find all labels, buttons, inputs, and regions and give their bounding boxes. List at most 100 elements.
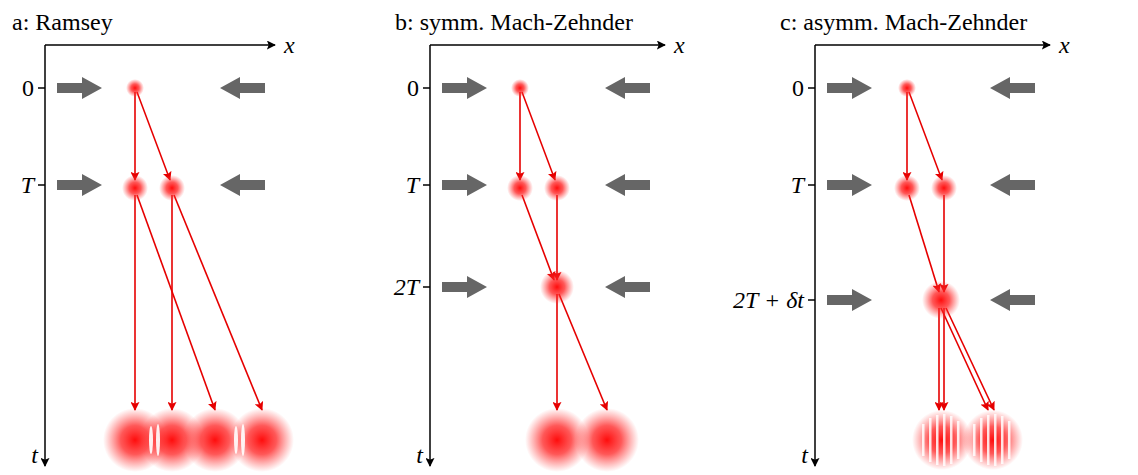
atom-path	[137, 195, 215, 410]
laser-arrow	[220, 77, 265, 99]
laser-arrow	[990, 289, 1035, 311]
laser-arrow	[605, 77, 650, 99]
atom-path	[522, 195, 554, 280]
output-clouds	[103, 408, 1023, 472]
laser-arrow	[605, 174, 650, 196]
axis-label: x	[674, 32, 685, 58]
axis-label: x	[1059, 32, 1070, 58]
panel-heading: a: Ramsey	[12, 9, 113, 35]
atom-cloud	[183, 408, 247, 472]
tick-label: T	[791, 172, 804, 198]
t-axis	[814, 45, 816, 466]
x-axis	[430, 44, 665, 46]
atom-path	[134, 195, 136, 410]
tick	[423, 184, 430, 186]
atom-cloud	[540, 270, 574, 304]
t-axis	[44, 45, 46, 466]
laser-arrow	[827, 77, 872, 99]
atom-cloud	[159, 175, 185, 201]
atom-path	[938, 308, 940, 410]
fringe	[1001, 416, 1004, 464]
laser-arrow	[220, 174, 265, 196]
atom-cloud	[575, 408, 639, 472]
tick	[808, 87, 815, 89]
laser-arrow	[442, 77, 487, 99]
tick-label: T	[21, 172, 34, 198]
atom-path	[137, 92, 170, 180]
tick	[423, 87, 430, 89]
atom-path	[906, 92, 908, 180]
laser-arrow	[57, 174, 102, 196]
atom-cloud	[894, 175, 920, 201]
fringe	[987, 415, 990, 465]
t-axis	[429, 45, 431, 466]
x-axis	[815, 44, 1050, 46]
atom-path	[171, 195, 173, 410]
laser-arrow	[605, 276, 650, 298]
tick	[808, 299, 815, 301]
atom-clouds	[122, 79, 960, 319]
laser-arrow	[57, 77, 102, 99]
fringe	[241, 424, 245, 456]
atom-path	[943, 308, 945, 410]
atom-cloud	[507, 175, 533, 201]
axis-label: t	[416, 442, 423, 468]
fringe	[1008, 421, 1011, 459]
tick-label: 2T + δt	[733, 287, 804, 313]
tick	[38, 87, 45, 89]
fringe	[994, 414, 997, 466]
laser-arrow	[442, 174, 487, 196]
atom-cloud	[931, 175, 957, 201]
axis-label: x	[284, 32, 295, 58]
atom-path	[941, 308, 988, 410]
tick-label: 0	[407, 75, 419, 101]
axis-label: t	[31, 442, 38, 468]
atom-cloud	[122, 175, 148, 201]
fringe	[922, 424, 925, 456]
atom-cloud	[544, 175, 570, 201]
tick	[423, 286, 430, 288]
atom-cloud	[230, 408, 294, 472]
axis-label: t	[801, 442, 808, 468]
fringe	[980, 418, 983, 462]
atom-path	[174, 195, 262, 410]
atom-path	[943, 195, 945, 292]
atom-path	[909, 195, 939, 292]
laser-pulses	[57, 77, 1035, 311]
tick-label: 2T	[394, 274, 419, 300]
atom-path	[134, 92, 136, 180]
fringe	[929, 418, 932, 462]
atom-path	[519, 92, 521, 180]
atom-path	[556, 294, 558, 410]
atom-path	[946, 308, 994, 410]
tick	[38, 184, 45, 186]
laser-arrow	[442, 276, 487, 298]
fringes	[922, 414, 1011, 466]
atom-paths	[135, 92, 994, 410]
fringe	[149, 426, 153, 454]
atom-cloud	[511, 79, 529, 97]
atom-path	[559, 294, 607, 410]
atom-cloud	[963, 410, 1023, 470]
laser-arrow	[990, 174, 1035, 196]
fringe	[950, 416, 953, 464]
fringe	[156, 424, 160, 456]
fringe	[957, 421, 960, 459]
laser-arrow	[990, 77, 1035, 99]
fringe	[936, 415, 939, 465]
tick-label: T	[406, 172, 419, 198]
atom-cloud	[898, 79, 916, 97]
axes	[38, 45, 1050, 466]
tick	[808, 184, 815, 186]
tick-label: 0	[22, 75, 34, 101]
fringe	[234, 426, 238, 454]
x-axis	[45, 44, 275, 46]
panel-heading: c: asymm. Mach-Zehnder	[780, 9, 1027, 35]
atom-cloud	[922, 281, 960, 319]
panel-heading: b: symm. Mach-Zehnder	[395, 9, 633, 35]
fringe	[973, 424, 976, 456]
atom-path	[909, 92, 942, 180]
laser-arrow	[827, 174, 872, 196]
